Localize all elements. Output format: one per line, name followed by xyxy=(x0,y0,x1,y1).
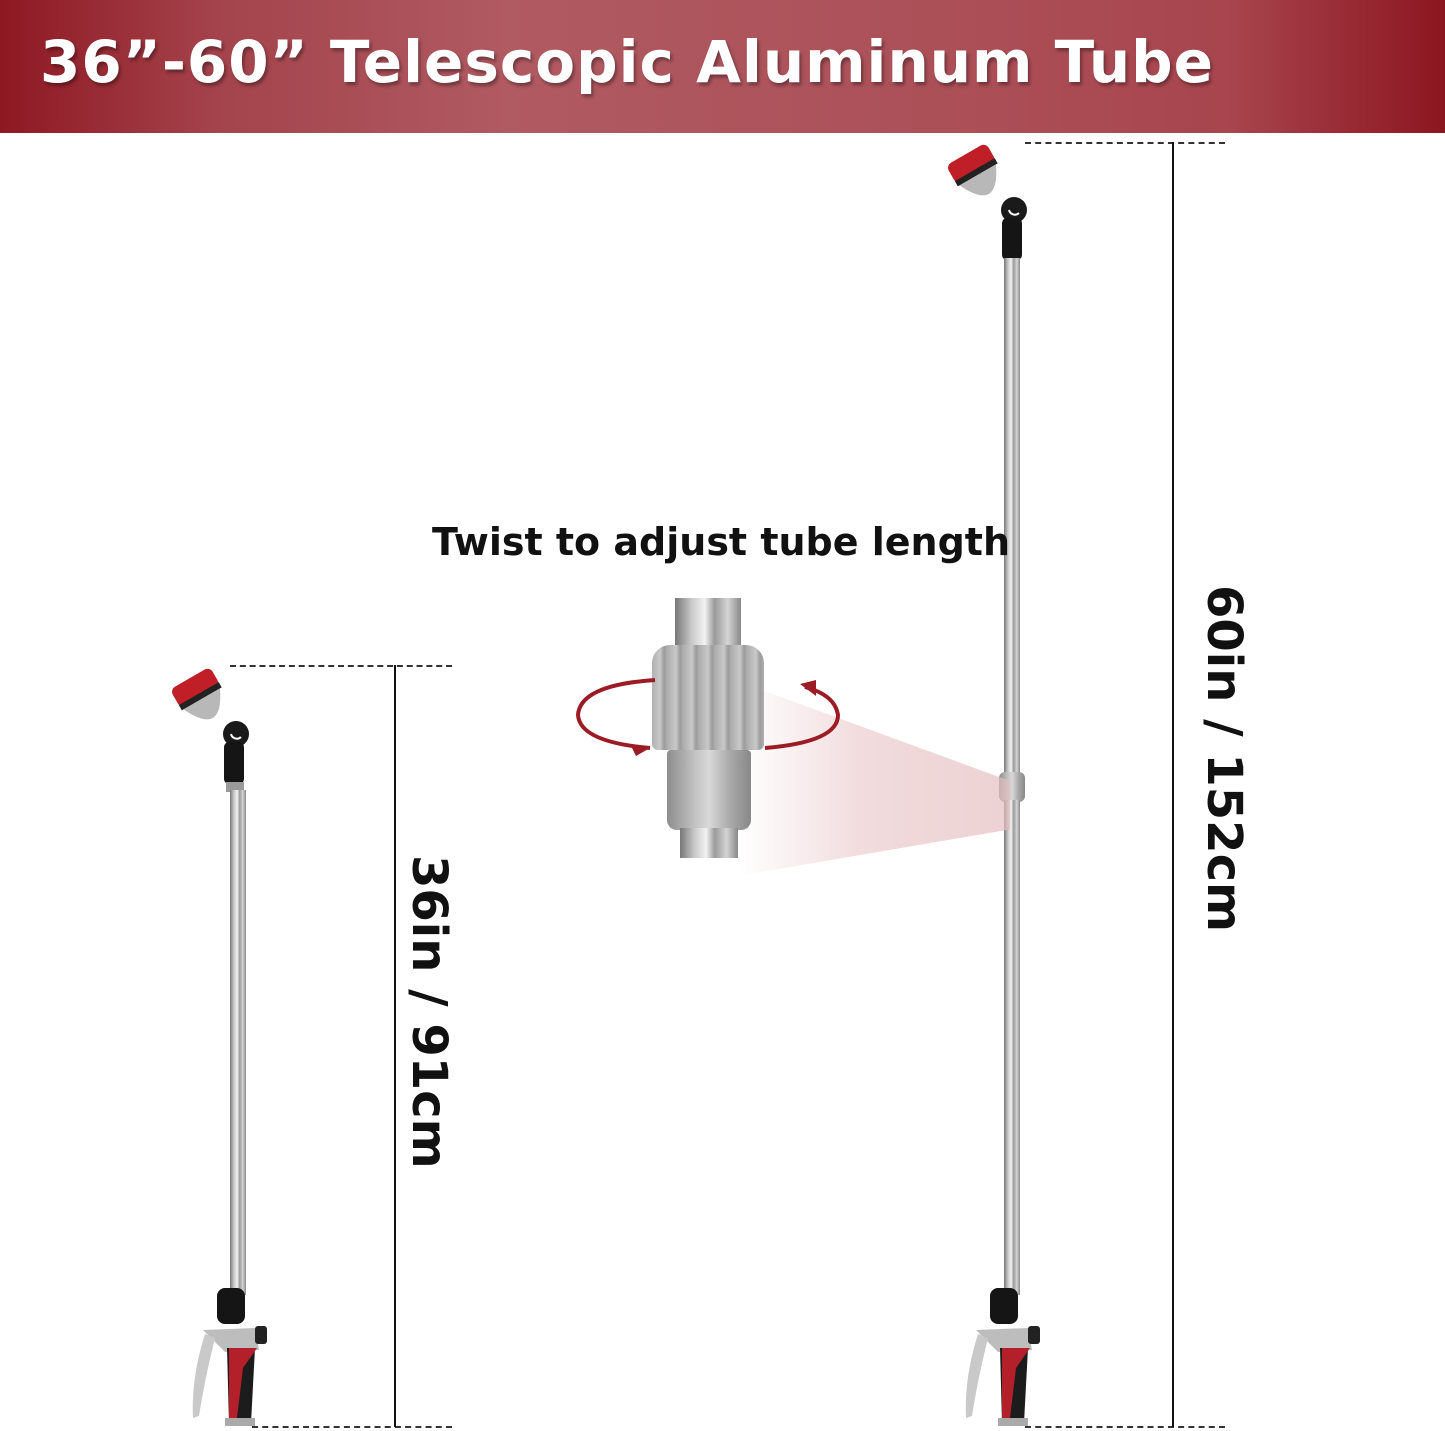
spray-head-icon xyxy=(172,668,249,792)
long-top-dashline xyxy=(1025,142,1225,144)
long-bottom-dashline xyxy=(1025,1426,1225,1428)
long-tube-upper xyxy=(1004,258,1020,778)
detail-collar-base xyxy=(667,750,751,830)
spray-handle-icon xyxy=(192,1288,267,1426)
spray-handle-icon xyxy=(965,1288,1040,1426)
long-dimension-line xyxy=(1172,142,1174,1427)
short-dimension-line xyxy=(394,665,396,1427)
long-dimension-label: 60in / 152cm xyxy=(1196,585,1252,933)
short-bottom-dashline xyxy=(252,1426,452,1428)
rotation-arrows-icon xyxy=(575,678,841,756)
detail-tube-bottom xyxy=(680,828,738,858)
short-top-dashline xyxy=(230,665,452,667)
detail-collar-knurled xyxy=(652,645,764,750)
detail-tube-top xyxy=(675,598,741,648)
short-tube xyxy=(230,790,246,1295)
short-dimension-label: 36in / 91cm xyxy=(401,855,457,1169)
page-title: 36”-60” Telescopic Aluminum Tube xyxy=(40,28,1214,96)
twist-callout-label: Twist to adjust tube length xyxy=(432,520,1011,564)
header-banner: 36”-60” Telescopic Aluminum Tube xyxy=(0,0,1445,133)
spray-head-icon xyxy=(948,144,1027,260)
long-tube-lower xyxy=(1004,800,1020,1295)
